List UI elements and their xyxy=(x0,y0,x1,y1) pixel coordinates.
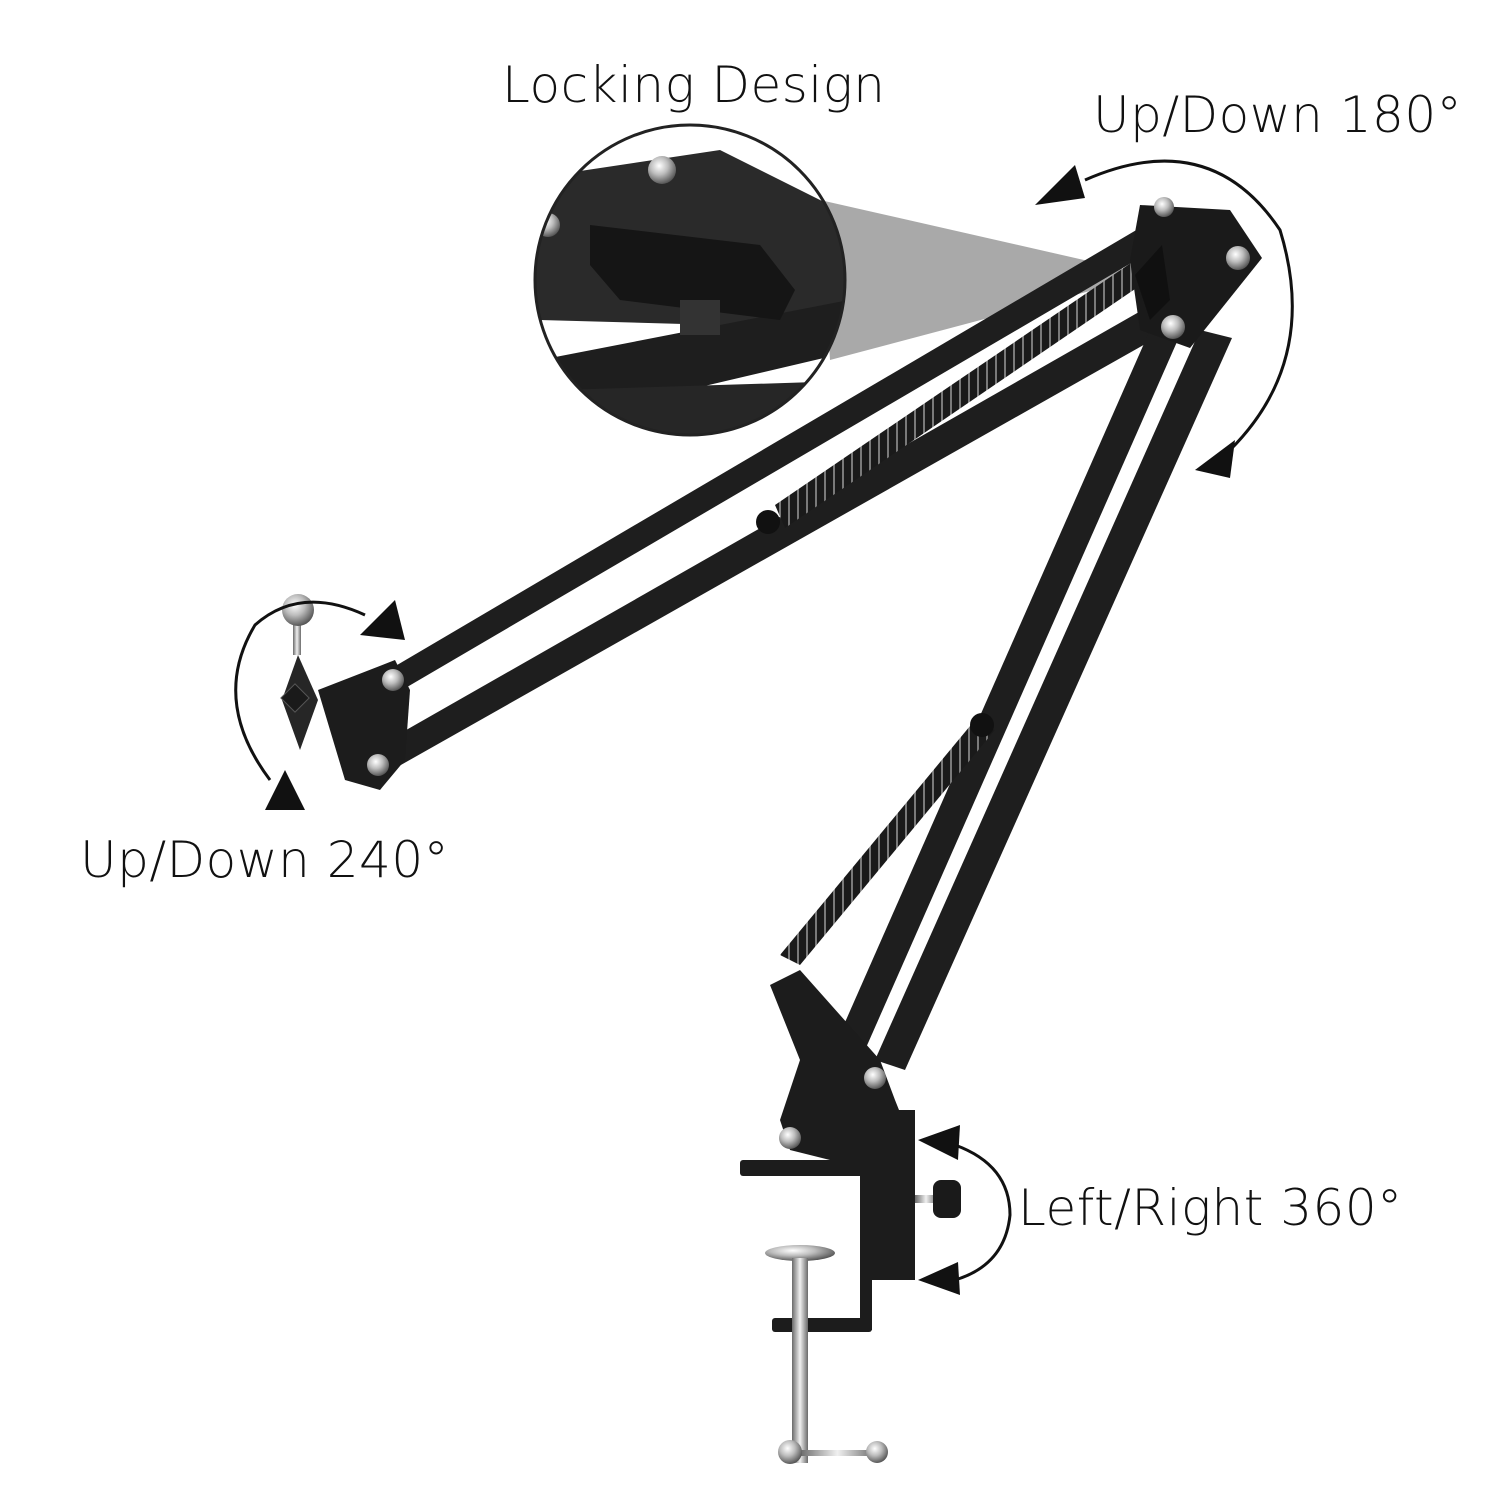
spring-anchor-bolt xyxy=(756,510,780,534)
base-rotation-label: Left/Right 360° xyxy=(1018,1179,1403,1237)
ball-mount xyxy=(282,594,314,626)
top-joint xyxy=(1130,197,1262,348)
rotate-arrow-top-joint-icon xyxy=(1035,159,1294,478)
lower-boom xyxy=(780,330,1232,1070)
mic-mount-rotation-label: Up/Down 240° xyxy=(80,831,450,889)
base-bracket xyxy=(770,970,915,1170)
upper-boom xyxy=(380,222,1170,770)
callout-cone xyxy=(820,200,1150,360)
top-joint-rotation-label: Up/Down 180° xyxy=(1093,86,1463,144)
mic-mount-joint xyxy=(280,594,410,790)
locking-design-zoom-circle xyxy=(533,123,847,437)
desk-clamp xyxy=(740,1160,961,1464)
spring-anchor-bolt xyxy=(970,713,994,737)
rotate-arrow-mic-mount-icon xyxy=(234,600,405,810)
rotate-arrow-base-icon xyxy=(918,1125,1012,1295)
locking-design-label: Locking Design xyxy=(502,56,886,114)
